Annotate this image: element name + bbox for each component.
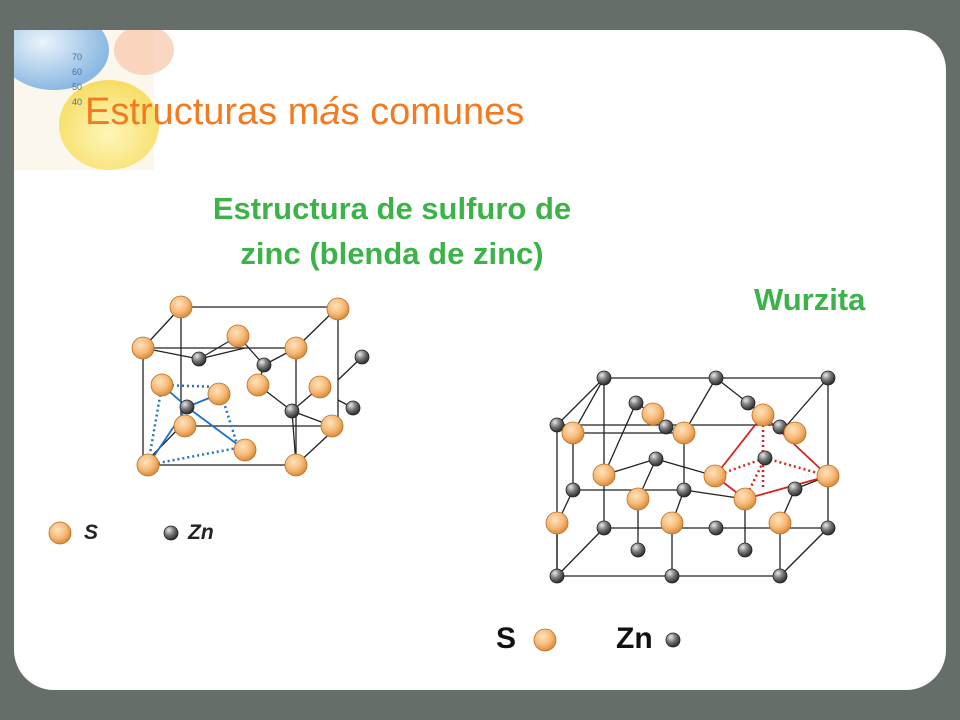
zn-atom — [658, 419, 674, 435]
wurtzite-heading: Wurzita — [754, 282, 866, 317]
legend-zn-label-right: Zn — [616, 622, 653, 655]
zinc-blende-tetrahedron — [146, 383, 246, 467]
s-atom — [672, 421, 696, 445]
zn-atom — [628, 395, 644, 411]
zn-atom — [565, 482, 581, 498]
s-atom — [816, 464, 840, 488]
s-atom — [783, 421, 807, 445]
legend-s-label-right: S — [496, 622, 517, 655]
lab-glassware-image: 70 60 50 40 — [14, 30, 174, 170]
zn-atom — [354, 349, 370, 365]
slide: 70 60 50 40 Estructuras más comunes Estr… — [14, 30, 946, 690]
s-atom — [660, 511, 684, 535]
zn-atom — [179, 399, 195, 415]
s-atom — [226, 324, 250, 348]
zn-atom — [787, 481, 803, 497]
zn-atom — [664, 568, 680, 584]
s-atom — [150, 373, 174, 397]
s-atom — [326, 297, 350, 321]
s-atom — [751, 403, 775, 427]
s-atom — [246, 373, 270, 397]
title-part2: s comunes — [340, 91, 525, 133]
zn-atom — [772, 568, 788, 584]
zn-atom — [820, 520, 836, 536]
title-accent: á — [319, 91, 341, 133]
svg-text:40: 40 — [72, 97, 82, 107]
zn-atom — [630, 542, 646, 558]
s-atom — [207, 382, 231, 406]
wurtzite-s-atoms — [545, 402, 840, 535]
s-atom — [169, 295, 193, 319]
zinc-blende-legend — [48, 521, 179, 545]
s-atom — [768, 511, 792, 535]
zn-atom — [737, 542, 753, 558]
legend-s-swatch — [48, 521, 72, 545]
legend-zn-swatch — [163, 525, 179, 541]
s-atom — [626, 487, 650, 511]
zn-atom — [549, 417, 565, 433]
zn-atom — [596, 370, 612, 386]
zn-atom — [676, 482, 692, 498]
zn-atom — [648, 451, 664, 467]
zn-atom — [820, 370, 836, 386]
zinc-blende-heading-line2: zinc (blenda de zinc) — [240, 236, 544, 271]
zn-atom — [345, 400, 361, 416]
zinc-blende-s-atoms — [131, 295, 350, 477]
s-atom — [233, 438, 257, 462]
zn-atom — [191, 351, 207, 367]
s-atom — [545, 511, 569, 535]
s-atom — [641, 402, 665, 426]
svg-text:50: 50 — [72, 82, 82, 92]
s-atom — [308, 375, 332, 399]
zinc-blende-heading-line1: Estructura de sulfuro de — [212, 191, 572, 226]
wurtzite-legend — [533, 628, 681, 652]
slide-title: Estructuras más comunes — [85, 91, 524, 134]
s-atom — [320, 414, 344, 438]
zn-atom — [256, 357, 272, 373]
zinc-blende-zn-atoms — [179, 349, 370, 419]
s-atom — [561, 421, 585, 445]
zinc-blende-structure — [48, 295, 370, 545]
zn-atom — [549, 568, 565, 584]
zn-atom — [740, 395, 756, 411]
s-atom — [131, 336, 155, 360]
s-atom — [136, 453, 160, 477]
zn-atom — [708, 370, 724, 386]
svg-text:60: 60 — [72, 67, 82, 77]
s-atom — [173, 414, 197, 438]
s-atom — [592, 463, 616, 487]
zinc-blende-heading: Estructura de sulfuro de zinc (blenda de… — [154, 186, 630, 276]
wurtzite-structure — [533, 370, 840, 652]
s-atom — [703, 464, 727, 488]
legend-zn-label-left: Zn — [188, 521, 214, 544]
s-atom — [284, 453, 308, 477]
legend-s-label-left: S — [84, 521, 99, 544]
zn-atom — [596, 520, 612, 536]
s-atom — [284, 336, 308, 360]
wurtzite-zn-atoms — [549, 370, 836, 584]
svg-text:70: 70 — [72, 52, 82, 62]
zn-atom — [284, 403, 300, 419]
zn-atom — [757, 450, 773, 466]
legend-s-swatch — [533, 628, 557, 652]
legend-zn-swatch — [665, 632, 681, 648]
s-atom — [733, 487, 757, 511]
title-part1: Estructuras m — [85, 91, 320, 133]
zn-atom — [708, 520, 724, 536]
